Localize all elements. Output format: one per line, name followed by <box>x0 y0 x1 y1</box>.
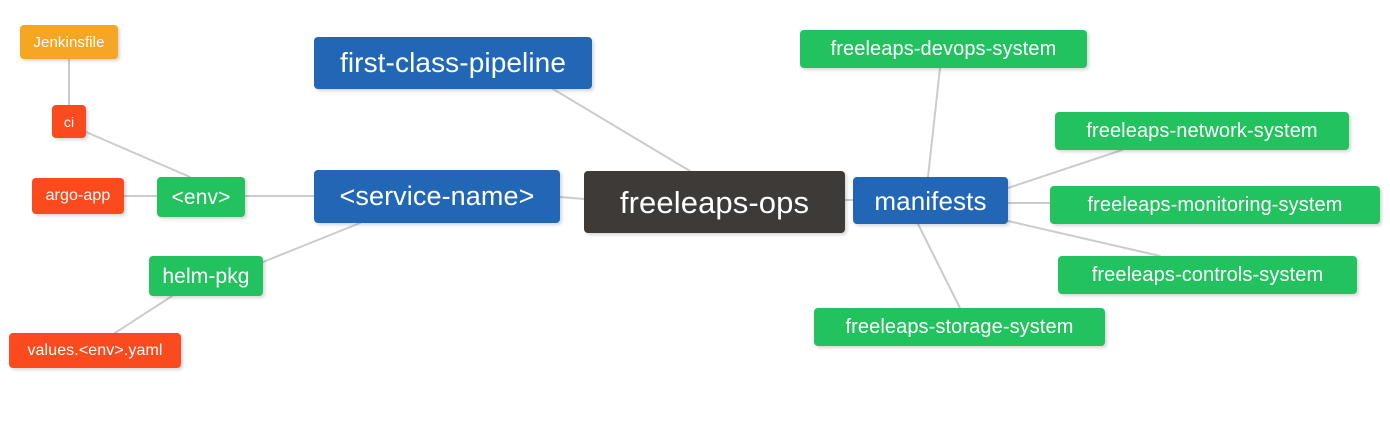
node-label-freeleaps-devops-system: freeleaps-devops-system <box>830 38 1057 60</box>
node-label-ci: ci <box>63 113 75 130</box>
node-first-class-pipeline[interactable]: first-class-pipeline <box>314 37 592 89</box>
node-freeleaps-monitoring-system[interactable]: freeleaps-monitoring-system <box>1050 186 1380 224</box>
edge-manifests-to-freeleaps-controls-system <box>1007 220 1161 257</box>
node-label-freeleaps-network-system: freeleaps-network-system <box>1086 120 1318 142</box>
node-label-first-class-pipeline: first-class-pipeline <box>339 47 567 78</box>
edge-helm-pkg-to-values-yaml <box>114 295 173 334</box>
node-helm-pkg[interactable]: helm-pkg <box>149 256 263 296</box>
edge-manifests-to-freeleaps-storage-system <box>917 223 961 309</box>
edge-service-name-to-freeleaps-ops <box>559 196 585 200</box>
node-service-name[interactable]: <service-name> <box>314 170 560 223</box>
node-freeleaps-ops[interactable]: freeleaps-ops <box>584 171 845 233</box>
node-label-argo-app: argo-app <box>45 187 111 204</box>
node-label-helm-pkg: helm-pkg <box>162 264 250 288</box>
node-argo-app[interactable]: argo-app <box>32 178 124 214</box>
edge-freeleaps-devops-system-to-manifests <box>927 67 941 178</box>
edge-first-class-pipeline-to-freeleaps-ops <box>552 88 691 172</box>
node-label-freeleaps-storage-system: freeleaps-storage-system <box>845 316 1074 338</box>
node-jenkinsfile[interactable]: Jenkinsfile <box>20 25 118 59</box>
edge-manifests-to-freeleaps-network-system <box>1007 149 1123 189</box>
node-freeleaps-network-system[interactable]: freeleaps-network-system <box>1055 112 1349 150</box>
node-manifests[interactable]: manifests <box>853 177 1008 224</box>
node-label-freeleaps-ops: freeleaps-ops <box>619 184 810 220</box>
node-label-freeleaps-monitoring-system: freeleaps-monitoring-system <box>1087 194 1343 216</box>
node-label-jenkinsfile: Jenkinsfile <box>33 33 105 51</box>
node-freeleaps-devops-system[interactable]: freeleaps-devops-system <box>800 30 1087 68</box>
node-freeleaps-storage-system[interactable]: freeleaps-storage-system <box>814 308 1105 346</box>
node-values-yaml[interactable]: values.<env>.yaml <box>9 333 181 368</box>
node-label-freeleaps-controls-system: freeleaps-controls-system <box>1091 264 1324 286</box>
node-env[interactable]: <env> <box>157 177 245 217</box>
node-label-env: <env> <box>171 185 231 209</box>
node-ci[interactable]: ci <box>52 105 86 138</box>
edge-ci-to-env <box>85 131 191 178</box>
edge-service-name-to-helm-pkg <box>262 222 361 263</box>
node-label-values-yaml: values.<env>.yaml <box>27 341 163 359</box>
node-freeleaps-controls-system[interactable]: freeleaps-controls-system <box>1058 256 1357 294</box>
node-label-service-name: <service-name> <box>339 181 535 211</box>
node-label-manifests: manifests <box>874 185 987 216</box>
